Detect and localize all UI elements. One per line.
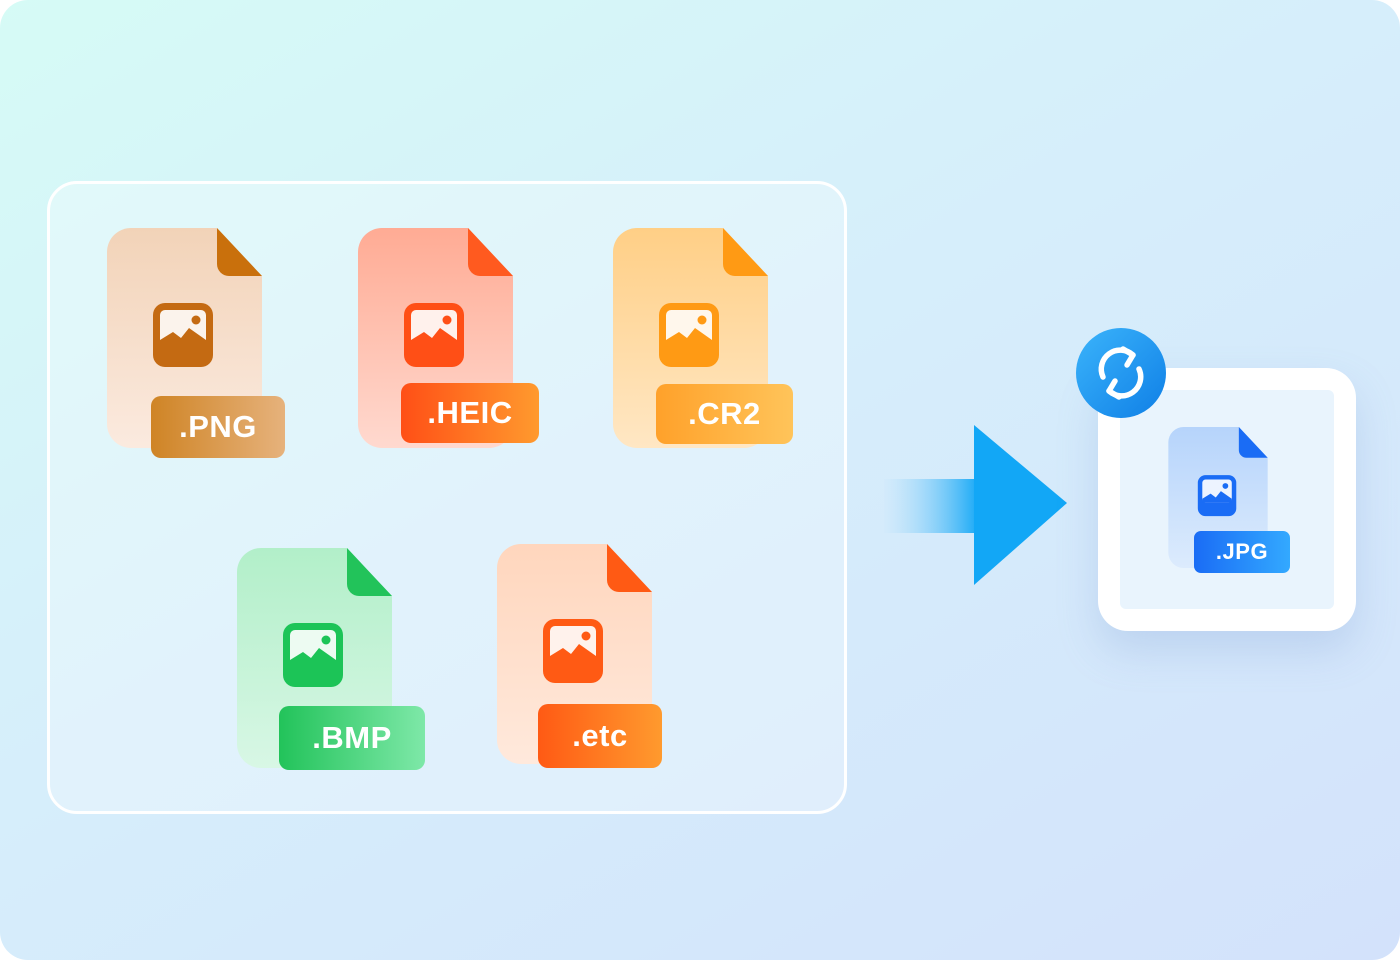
- image-icon: [404, 303, 464, 367]
- image-icon: [283, 623, 343, 687]
- format-badge-bmp: .BMP: [279, 706, 425, 770]
- format-badge-png: .PNG: [151, 396, 285, 458]
- format-badge-cr2: .CR2: [656, 384, 793, 444]
- image-icon: [1197, 475, 1237, 517]
- format-badge-heic: .HEIC: [401, 383, 539, 443]
- image-icon: [153, 303, 213, 367]
- file-heic: .HEIC: [358, 228, 558, 468]
- file-jpg: .JPG: [1168, 427, 1298, 577]
- image-icon: [659, 303, 719, 367]
- file-cr2: .CR2: [613, 228, 813, 468]
- format-badge-etc: .etc: [538, 704, 662, 768]
- file-bmp: .BMP: [237, 548, 437, 788]
- image-icon: [543, 619, 603, 683]
- source-formats-panel: .PNG .HEIC .CR2 .BMP .etc: [47, 181, 847, 814]
- output-card-inner: .JPG: [1120, 390, 1334, 609]
- arrow-right-icon: [884, 425, 1067, 585]
- file-etc: .etc: [497, 544, 697, 784]
- document-icon: [107, 228, 262, 448]
- file-png: .PNG: [107, 228, 307, 468]
- format-badge-jpg: .JPG: [1194, 531, 1290, 573]
- refresh-icon: [1076, 328, 1166, 418]
